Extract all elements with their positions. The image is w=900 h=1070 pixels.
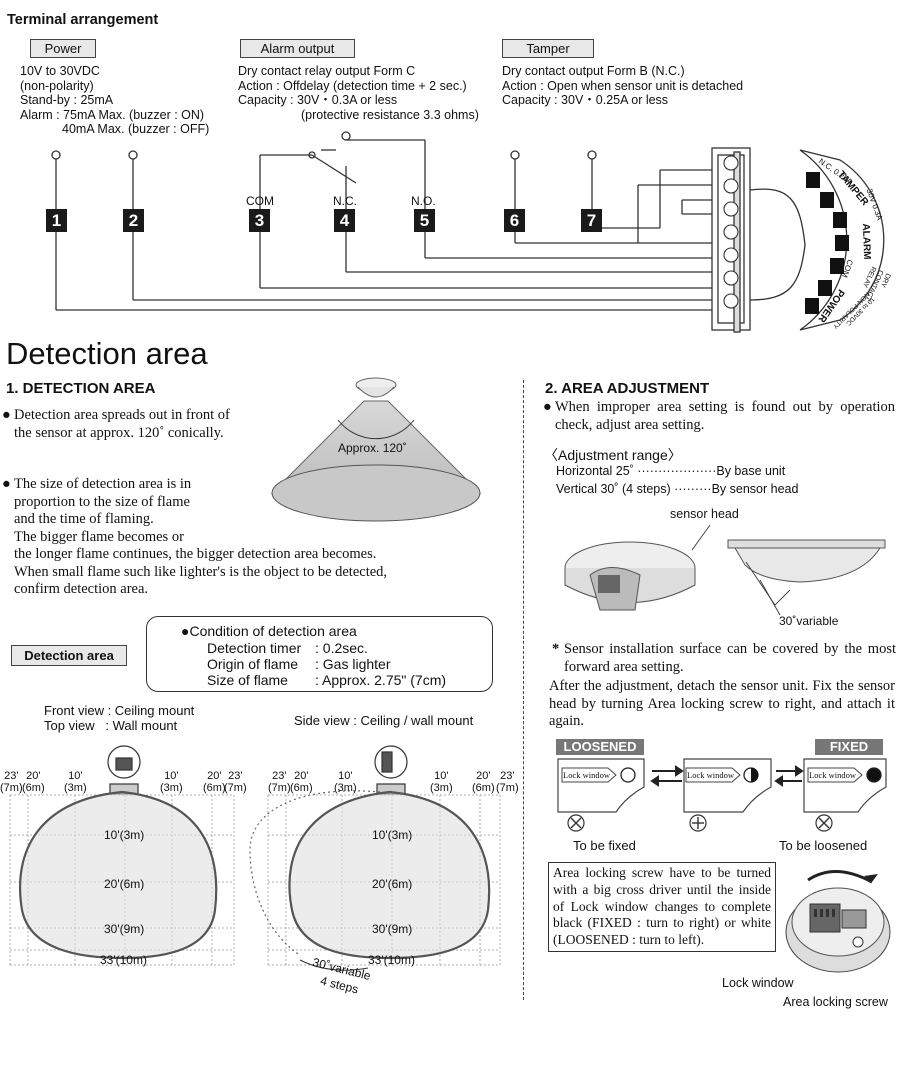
vertical-range: Vertical 30˚ (4 steps) ·········By senso… (556, 482, 799, 496)
dim-right-23: 23'(7m) (224, 770, 247, 794)
terminal-3: 3 (249, 209, 270, 232)
dim-left-10: 10'(3m) (64, 770, 87, 794)
dim-right-10: 10'(3m) (160, 770, 183, 794)
lock-window-tag-2: Lock window (687, 770, 734, 780)
base-unit-illustration (785, 870, 891, 973)
side-dim-10-right: 10'(3m) (430, 770, 453, 794)
terminal-heading: Terminal arrangement (7, 12, 159, 28)
side-dim-23-right: 23'(7m) (496, 770, 519, 794)
depth-10: 10'(3m) (104, 828, 145, 842)
power-specs: 10V to 30VDC (non-polarity) Stand-by : 2… (20, 64, 210, 136)
side-depth-20: 20'(6m) (372, 877, 413, 891)
cone-angle-label: Approx. 120˚ (338, 441, 407, 455)
side-dim-10-left: 10'(3m) (334, 770, 357, 794)
adjustment-range-title: 〈Adjustment range〉 (544, 447, 682, 463)
dim-left-20: 20'(6m) (22, 770, 45, 794)
section1-heading: 1. DETECTION AREA (6, 380, 156, 397)
com-label: COM (246, 194, 274, 208)
depth-30: 30'(9m) (104, 922, 145, 936)
lock-window-tag-1: Lock window (563, 770, 610, 780)
installation-note: * Sensor installation surface can be cov… (552, 641, 896, 675)
sensor-head-label: sensor head (670, 507, 739, 521)
section-divider (523, 380, 524, 1000)
arc-alarm: ALARM (859, 223, 873, 260)
section2-heading: 2. AREA ADJUSTMENT (545, 380, 710, 397)
locking-screw-instructions: Area locking screw have to be turned wit… (548, 862, 776, 952)
area-locking-screw-callout: Area locking screw (783, 995, 888, 1009)
condition-rows: Detection timer: 0.2sec. Origin of flame… (207, 640, 447, 688)
side-dim-20-right: 20'(6m) (472, 770, 495, 794)
alarm-output-label: Alarm output (240, 39, 355, 58)
no-label: N.O. (411, 194, 436, 208)
section1-bullet1: ● Detection area spreads out in front of… (2, 407, 230, 441)
fixed-badge: FIXED (815, 739, 883, 755)
lock-window-tag-3: Lock window (809, 770, 856, 780)
lock-window-callout: Lock window (722, 976, 794, 990)
sensor-head-illustration (564, 524, 886, 616)
detection-area-badge: Detection area (11, 645, 127, 666)
section2-bullet: ● When improper area setting is found ou… (543, 399, 895, 433)
terminal-2: 2 (123, 209, 144, 232)
dim-right-20: 20'(6m) (203, 770, 226, 794)
depth-20: 20'(6m) (104, 877, 145, 891)
head-variable-label: 30˚variable (779, 614, 839, 628)
terminal-5: 5 (414, 209, 435, 232)
to-be-loosened-label: To be loosened (779, 838, 868, 853)
to-be-fixed-label: To be fixed (573, 838, 636, 853)
loosened-badge: LOOSENED (556, 739, 644, 755)
nc-label: N.C. (333, 194, 357, 208)
tamper-specs: Dry contact output Form B (N.C.) Action … (502, 64, 744, 107)
side-depth-10: 10'(3m) (372, 828, 413, 842)
after-adjustment-text: After the adjustment, detach the sensor … (549, 678, 895, 729)
side-depth-30: 30'(9m) (372, 922, 413, 936)
terminal-1: 1 (46, 209, 67, 232)
terminal-4: 4 (334, 209, 355, 232)
condition-box: ●Condition of detection area Detection t… (146, 616, 493, 692)
power-label: Power (30, 39, 96, 58)
front-top-view-caption: Front view : Ceiling mount Top view : Wa… (44, 703, 195, 733)
side-depth-33: 33'(10m) (368, 953, 415, 967)
detection-title: Detection area (6, 336, 208, 371)
detection-plots (9, 745, 501, 971)
detection-cone (270, 377, 482, 522)
terminal-wiring-diagram (51, 131, 885, 333)
lock-window-states (557, 758, 887, 832)
side-dim-23: 23'(7m) (268, 770, 291, 794)
alarm-specs: Dry contact relay output Form C Action :… (238, 64, 479, 122)
side-dim-20: 20'(6m) (290, 770, 313, 794)
depth-33: 33'(10m) (100, 953, 147, 967)
condition-title: ●Condition of detection area (181, 623, 357, 639)
terminal-6: 6 (504, 209, 525, 232)
tamper-label: Tamper (502, 39, 594, 58)
side-view-caption: Side view : Ceiling / wall mount (294, 713, 474, 728)
dim-left-23: 23'(7m) (0, 770, 23, 794)
horizontal-range: Horizontal 25˚ ···················By bas… (556, 464, 786, 478)
section1-bullet2: ● The size of detection area is in propo… (2, 476, 388, 597)
terminal-7: 7 (581, 209, 602, 232)
